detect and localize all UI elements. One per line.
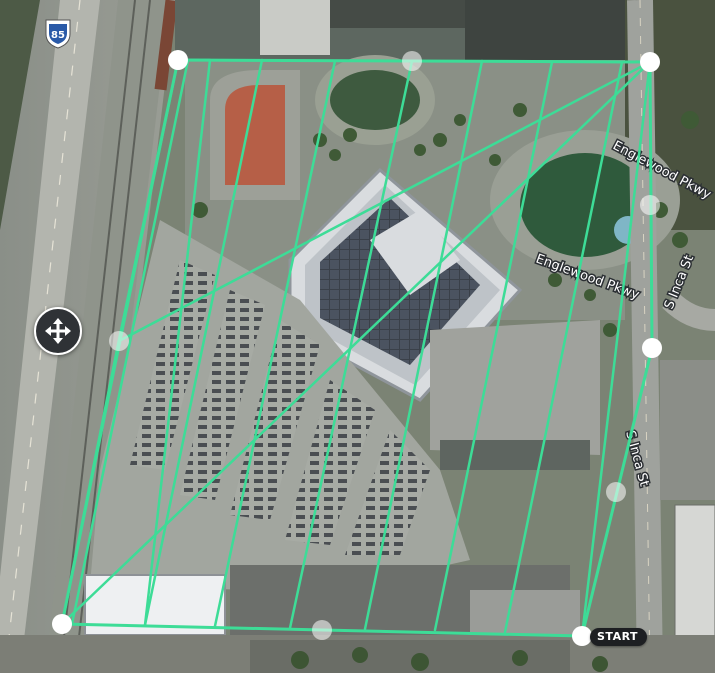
vertex-handles[interactable] [52, 50, 662, 646]
midpoint-handle[interactable] [606, 482, 626, 502]
vertex-handle[interactable] [640, 52, 660, 72]
lower-right-building [430, 320, 600, 455]
midpoint-handles[interactable] [109, 51, 660, 640]
midpoint-handle[interactable] [402, 51, 422, 71]
upper-building [465, 0, 650, 65]
parking-right [660, 360, 715, 500]
right-building [674, 504, 715, 661]
midpoint-handle[interactable] [312, 620, 332, 640]
highway-shield-number: 85 [51, 30, 65, 41]
vertex-handle[interactable] [52, 614, 72, 634]
train [154, 0, 178, 91]
start-badge: START [590, 628, 648, 646]
move-arrows-icon [45, 318, 71, 344]
solar-array [320, 198, 480, 365]
clay-roof [225, 85, 285, 185]
vertex-handle[interactable] [572, 626, 592, 646]
garage-stair [470, 590, 580, 640]
highway-shield: 85 [45, 19, 71, 49]
midpoint-handle[interactable] [109, 331, 129, 351]
vertex-handle[interactable] [168, 50, 188, 70]
green-circle [330, 70, 420, 130]
midpoint-handle[interactable] [640, 195, 660, 215]
move-area-button[interactable] [34, 307, 82, 355]
rail-platform [260, 0, 330, 55]
embankment-trees [0, 0, 40, 230]
vertex-handle[interactable] [642, 338, 662, 358]
rail-track [45, 0, 170, 673]
